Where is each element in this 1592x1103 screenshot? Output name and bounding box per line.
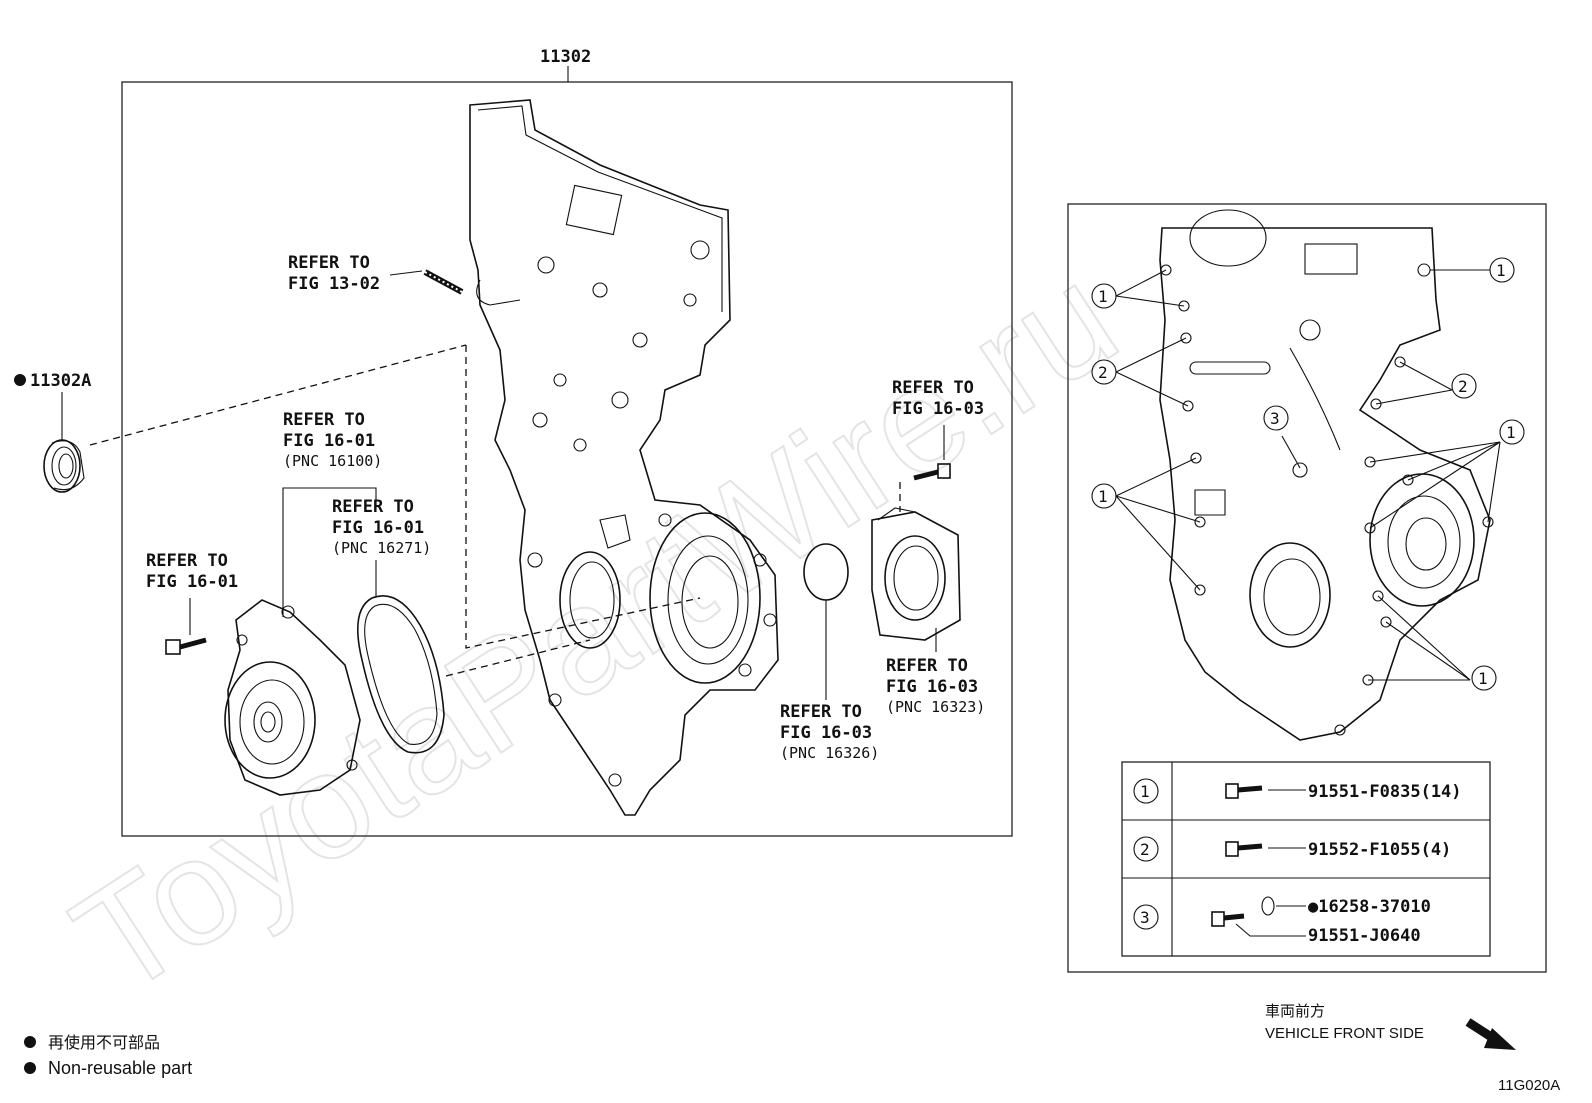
callout-16271-line3: (PNC 16271) [332,539,431,557]
timing-chain-cover[interactable] [469,99,779,816]
bolt-marker-1d: 1 [1499,419,1525,445]
watermark-text: ToyotaPartWire.ru [46,232,1144,1027]
svg-text:1: 1 [1496,261,1506,280]
svg-text:1: 1 [1478,669,1488,688]
svg-text:1: 1 [1506,423,1516,442]
callout-16100-line1: REFER TO [283,410,365,430]
non-reusable-dot-icon [14,374,26,386]
non-reusable-dot-icon [24,1036,36,1048]
bolt-marker-2b: 2 [1451,373,1477,399]
direction-en: VEHICLE FRONT SIDE [1265,1025,1424,1042]
callout-bolt-16-01-line2: FIG 16-01 [146,572,238,592]
svg-text:3: 3 [1270,409,1280,428]
legend: 再使用不可部品 Non-reusable part [24,1034,192,1078]
bolt-table-row-2: 2 91552-F1055(4) [1133,836,1451,862]
callout-13-02-line2: FIG 13-02 [288,274,380,294]
stud-bolt[interactable] [423,269,464,295]
callout-16323-line3: (PNC 16323) [886,698,985,716]
svg-text:2: 2 [1458,377,1468,396]
callout-16326-line3: (PNC 16326) [780,744,879,762]
callout-16323-line1: REFER TO [886,656,968,676]
oil-seal-label: 11302A [30,371,91,391]
bolt-marker-1b: 1 [1091,483,1117,509]
bolt-table: 1 91551-F0835(14) 2 91552-F1055(4) 3 ●16… [1121,761,1491,957]
water-pump-bolt[interactable] [165,637,207,655]
callout-16271-line1: REFER TO [332,497,414,517]
direction-jp: 車両前方 [1265,1003,1325,1020]
figure-code: 11G020A [1498,1077,1560,1094]
callout-13-02-line1: REFER TO [288,253,370,273]
bolt-part-3b: 91551-J0640 [1308,926,1421,946]
callout-bolt-16-03-line2: FIG 16-03 [892,399,984,419]
non-reusable-dot-icon [24,1062,36,1074]
callout-16100-line2: FIG 16-01 [283,431,375,451]
water-inlet-housing[interactable] [871,507,961,641]
svg-text:3: 3 [1140,908,1150,927]
callout-bolt-16-03-line1: REFER TO [892,378,974,398]
vehicle-direction: 車両前方 VEHICLE FRONT SIDE [1265,1003,1516,1050]
bolt-marker-2a: 2 [1091,359,1117,385]
bolt-marker-1a: 1 [1091,283,1117,309]
svg-text:1: 1 [1140,782,1150,801]
svg-text:2: 2 [1140,840,1150,859]
callout-bolt-16-01-line1: REFER TO [146,551,228,571]
leader-lines [1115,269,1501,681]
bolt-icon [1225,841,1239,857]
callout-16100-line3: (PNC 16100) [283,452,382,470]
bolt-part-3a: ●16258-37010 [1308,897,1431,917]
callout-16271-line2: FIG 16-01 [332,518,424,538]
svg-text:1: 1 [1098,287,1108,306]
bolt-marker-1e: 1 [1471,665,1497,691]
assembly-part-number: 11302 [540,47,591,67]
svg-text:1: 1 [1098,487,1108,506]
oil-seal[interactable] [43,439,85,493]
inlet-bolt[interactable] [913,463,951,481]
bolt-part-2: 91552-F1055(4) [1308,840,1451,860]
bolt-table-row-1: 1 91551-F0835(14) [1133,778,1462,804]
washer-icon [1261,896,1275,916]
bolt-table-row-3: 3 ●16258-37010 91551-J0640 [1133,896,1431,946]
svg-text:2: 2 [1098,363,1108,382]
callout-16326-line2: FIG 16-03 [780,723,872,743]
legend-en: Non-reusable part [48,1058,192,1078]
bolt-icon [1211,911,1225,927]
water-pump-gasket[interactable] [356,595,445,754]
bolt-part-1: 91551-F0835(14) [1308,782,1462,802]
assembly-frame [121,81,1013,837]
legend-jp: 再使用不可部品 [48,1034,160,1052]
bolt-marker-1c: 1 [1489,257,1515,283]
water-pump[interactable] [224,599,361,796]
bolt-marker-3: 3 [1263,405,1289,431]
callout-16323-line2: FIG 16-03 [886,677,978,697]
bolt-icon [1225,783,1239,799]
arrow-head-icon [1484,1028,1516,1050]
callout-16326-line1: REFER TO [780,702,862,722]
cover-bolt-layout [1159,209,1494,741]
bolt-location-panel [1067,203,1547,973]
